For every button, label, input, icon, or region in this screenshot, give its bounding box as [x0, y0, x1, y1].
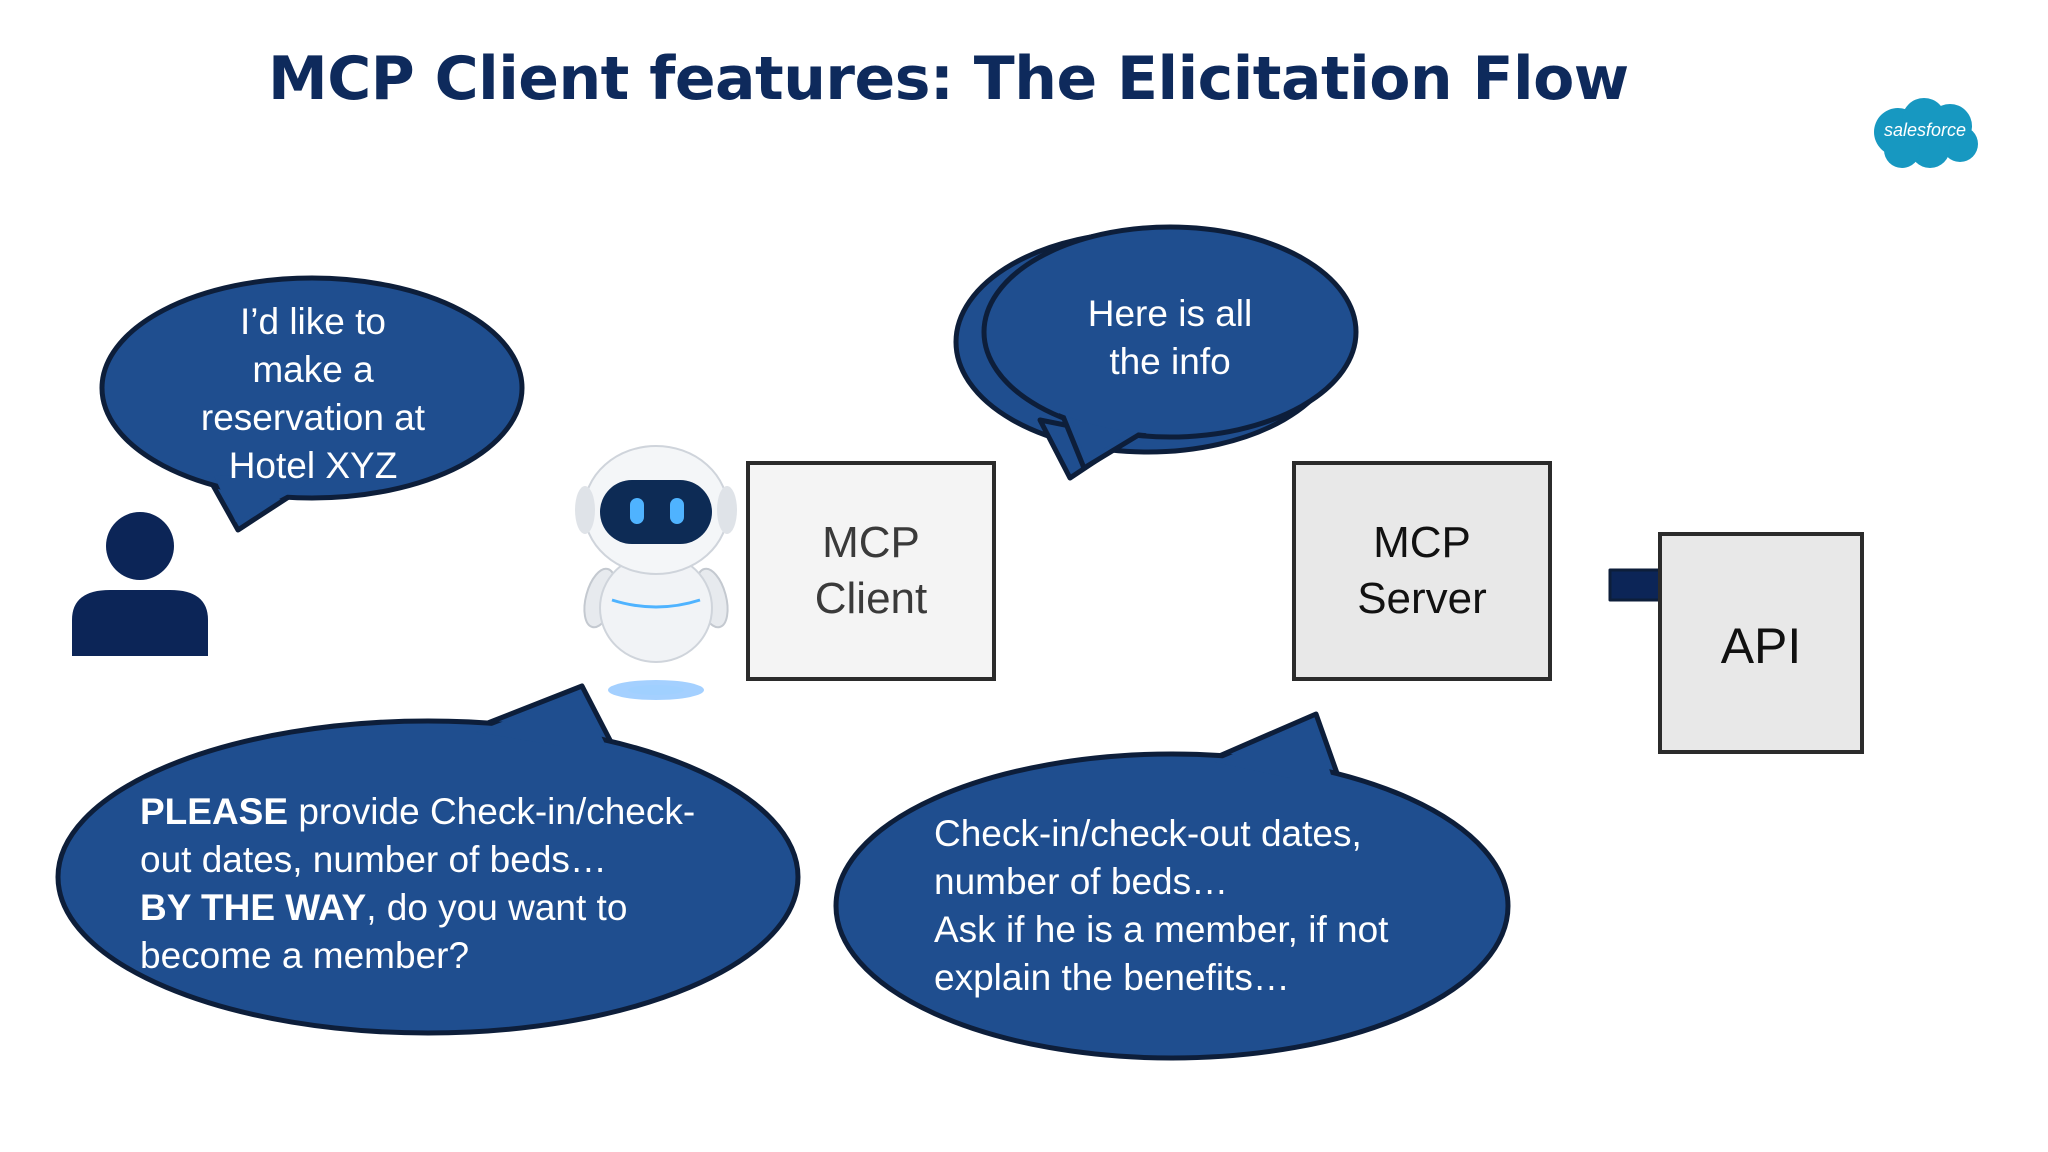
user-request-line: Hotel XYZ	[228, 445, 398, 486]
server-reply-bubble	[953, 224, 1359, 481]
server-reply-line: Here is all	[1087, 293, 1253, 334]
mcp-client-box: MCP Client	[746, 461, 996, 681]
server-reply-line: the info	[1109, 341, 1231, 382]
server-request-text: Check-in/check-out dates, number of beds…	[934, 810, 1454, 1002]
mcp-server-label-line: MCP	[1373, 518, 1471, 567]
user-request-bubble	[99, 275, 525, 533]
user-request-line: reservation at	[200, 397, 426, 438]
server-reply-text: Here is all the info	[1050, 290, 1290, 386]
slide-title: MCP Client features: The Elicitation Flo…	[268, 44, 1629, 114]
user-request-text: I’d like to make a reservation at Hotel …	[170, 298, 456, 490]
client-prompt-line-2: out dates, number of beds…	[140, 839, 607, 880]
user-request-line: make a	[252, 349, 374, 390]
mcp-client-label-line: Client	[814, 574, 928, 623]
mcp-server-box: MCP Server	[1292, 461, 1552, 681]
mcp-server-label-line: Server	[1357, 574, 1487, 623]
client-prompt-line-1: PLEASE provide Check-in/check-	[140, 788, 760, 836]
server-request-line: Ask if he is a member, if not	[934, 909, 1389, 950]
api-label: API	[1720, 618, 1802, 674]
server-request-bubble	[833, 711, 1511, 1061]
by-the-way-emphasis: BY THE WAY	[140, 887, 367, 928]
salesforce-logo-text: salesforce	[1883, 120, 1967, 140]
server-request-line: number of beds…	[934, 861, 1229, 902]
client-prompt-line-1-rest: provide Check-in/check-	[288, 791, 696, 832]
client-prompt-line-4: become a member?	[140, 935, 470, 976]
please-emphasis: PLEASE	[140, 791, 289, 832]
server-request-line: Check-in/check-out dates,	[934, 813, 1362, 854]
client-prompt-line-3: BY THE WAY, do you want to	[140, 884, 760, 932]
robot-icon	[575, 445, 737, 700]
client-prompt-bubble	[55, 683, 801, 1036]
user-icon	[72, 512, 208, 656]
client-prompt-line-3-rest: , do you want to	[366, 887, 628, 928]
user-request-line: I’d like to	[239, 301, 386, 342]
client-prompt-text: PLEASE provide Check-in/check- out dates…	[140, 788, 760, 980]
salesforce-logo-icon: salesforce	[1868, 94, 1982, 174]
server-request-line: explain the benefits…	[934, 957, 1290, 998]
api-box: API	[1658, 532, 1864, 754]
mcp-client-label-line: MCP	[822, 518, 920, 567]
